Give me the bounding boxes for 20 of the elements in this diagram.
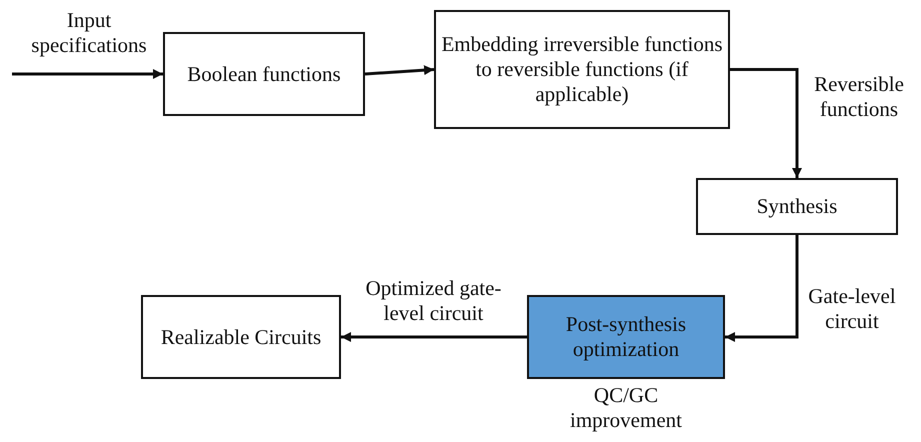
edge-label: Gate-level circuit [807, 284, 897, 334]
arrow [725, 235, 798, 342]
node-label: Realizable Circuits [160, 324, 322, 350]
edge-label: Reversible functions [813, 72, 905, 122]
edge-label: Optimized gate- level circuit [364, 276, 502, 326]
process-box [434, 10, 730, 129]
process-box [141, 295, 341, 379]
edge-label: Input specifications [30, 8, 148, 58]
arrow [730, 68, 802, 178]
arrow [364, 65, 434, 76]
node-label: Synthesis [756, 194, 838, 219]
arrow [12, 69, 163, 79]
node-label: Post-synthesis optimization [564, 312, 688, 362]
node-caption: QC/GC improvement [569, 383, 683, 433]
highlighted-process-box [527, 295, 725, 379]
node-label: Boolean functions [186, 62, 342, 86]
process-box [696, 178, 898, 235]
process-box [163, 32, 365, 116]
arrow [341, 332, 527, 342]
node-label: Embedding irreversible functions to reversible functions (if applicable) [440, 32, 724, 107]
